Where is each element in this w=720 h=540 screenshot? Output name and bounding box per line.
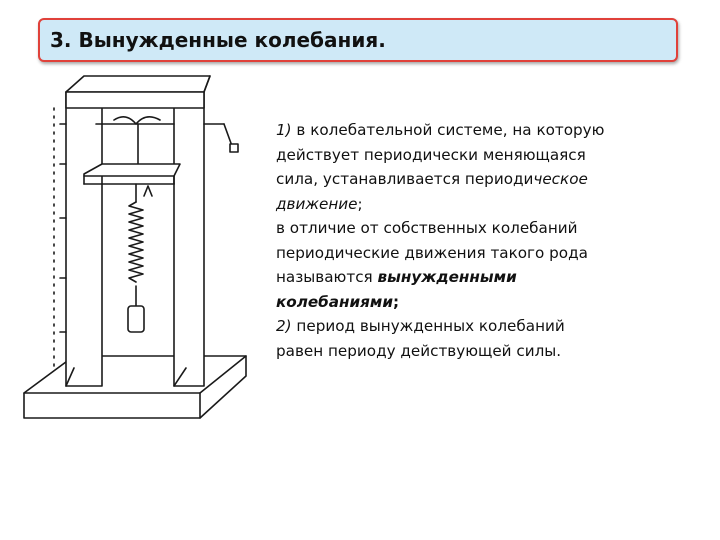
text-line: называются вынужденными — [276, 265, 646, 290]
middle-shelf — [83, 163, 181, 177]
italic-fragment: движение — [276, 194, 358, 213]
forced-oscillation-apparatus-illustration — [14, 68, 264, 438]
text-line: 1) в колебательной системе, на которую — [276, 118, 646, 143]
slide-title-bar: 3. Вынужденные колебания. — [38, 18, 678, 62]
text-line: колебаниями; — [276, 290, 646, 315]
text-fragment: ; — [357, 194, 363, 213]
bold-italic-fragment: колебаниями — [276, 292, 393, 311]
weight — [127, 305, 145, 333]
left-post — [65, 91, 103, 387]
item-number: 2) — [276, 317, 292, 335]
text-fragment: в колебательной системе, на которую — [291, 121, 605, 139]
text-line: 2) период вынужденных колебаний — [276, 314, 646, 339]
text-fragment: период вынужденных колебаний — [291, 317, 565, 335]
bold-italic-fragment: вынужденными — [377, 268, 517, 286]
italic-fragment: ческое — [533, 170, 588, 188]
text-fragment: называются — [276, 268, 378, 286]
text-line: движение; — [276, 192, 646, 217]
text-line: в отличие от собственных колебаний — [276, 219, 578, 237]
spring — [128, 201, 144, 283]
top-beam — [65, 75, 211, 93]
apparatus-base — [23, 355, 247, 419]
explanation-text: 1) в колебательной системе, на которую д… — [276, 118, 646, 363]
text-fragment: сила, устанавливается периоди — [276, 170, 534, 188]
text-line: периодические движения такого рода — [276, 243, 588, 262]
text-fragment: ; — [392, 292, 400, 311]
slide-title: 3. Вынужденные колебания. — [50, 28, 386, 52]
item-number: 1) — [276, 121, 292, 139]
apparatus-drawing — [23, 75, 247, 419]
right-post — [173, 91, 205, 387]
text-line: равен периоду действующей силы. — [276, 341, 562, 360]
text-line: действует периодически меняющаяся — [276, 145, 586, 164]
text-line: сила, устанавливается периодическое — [276, 167, 646, 192]
